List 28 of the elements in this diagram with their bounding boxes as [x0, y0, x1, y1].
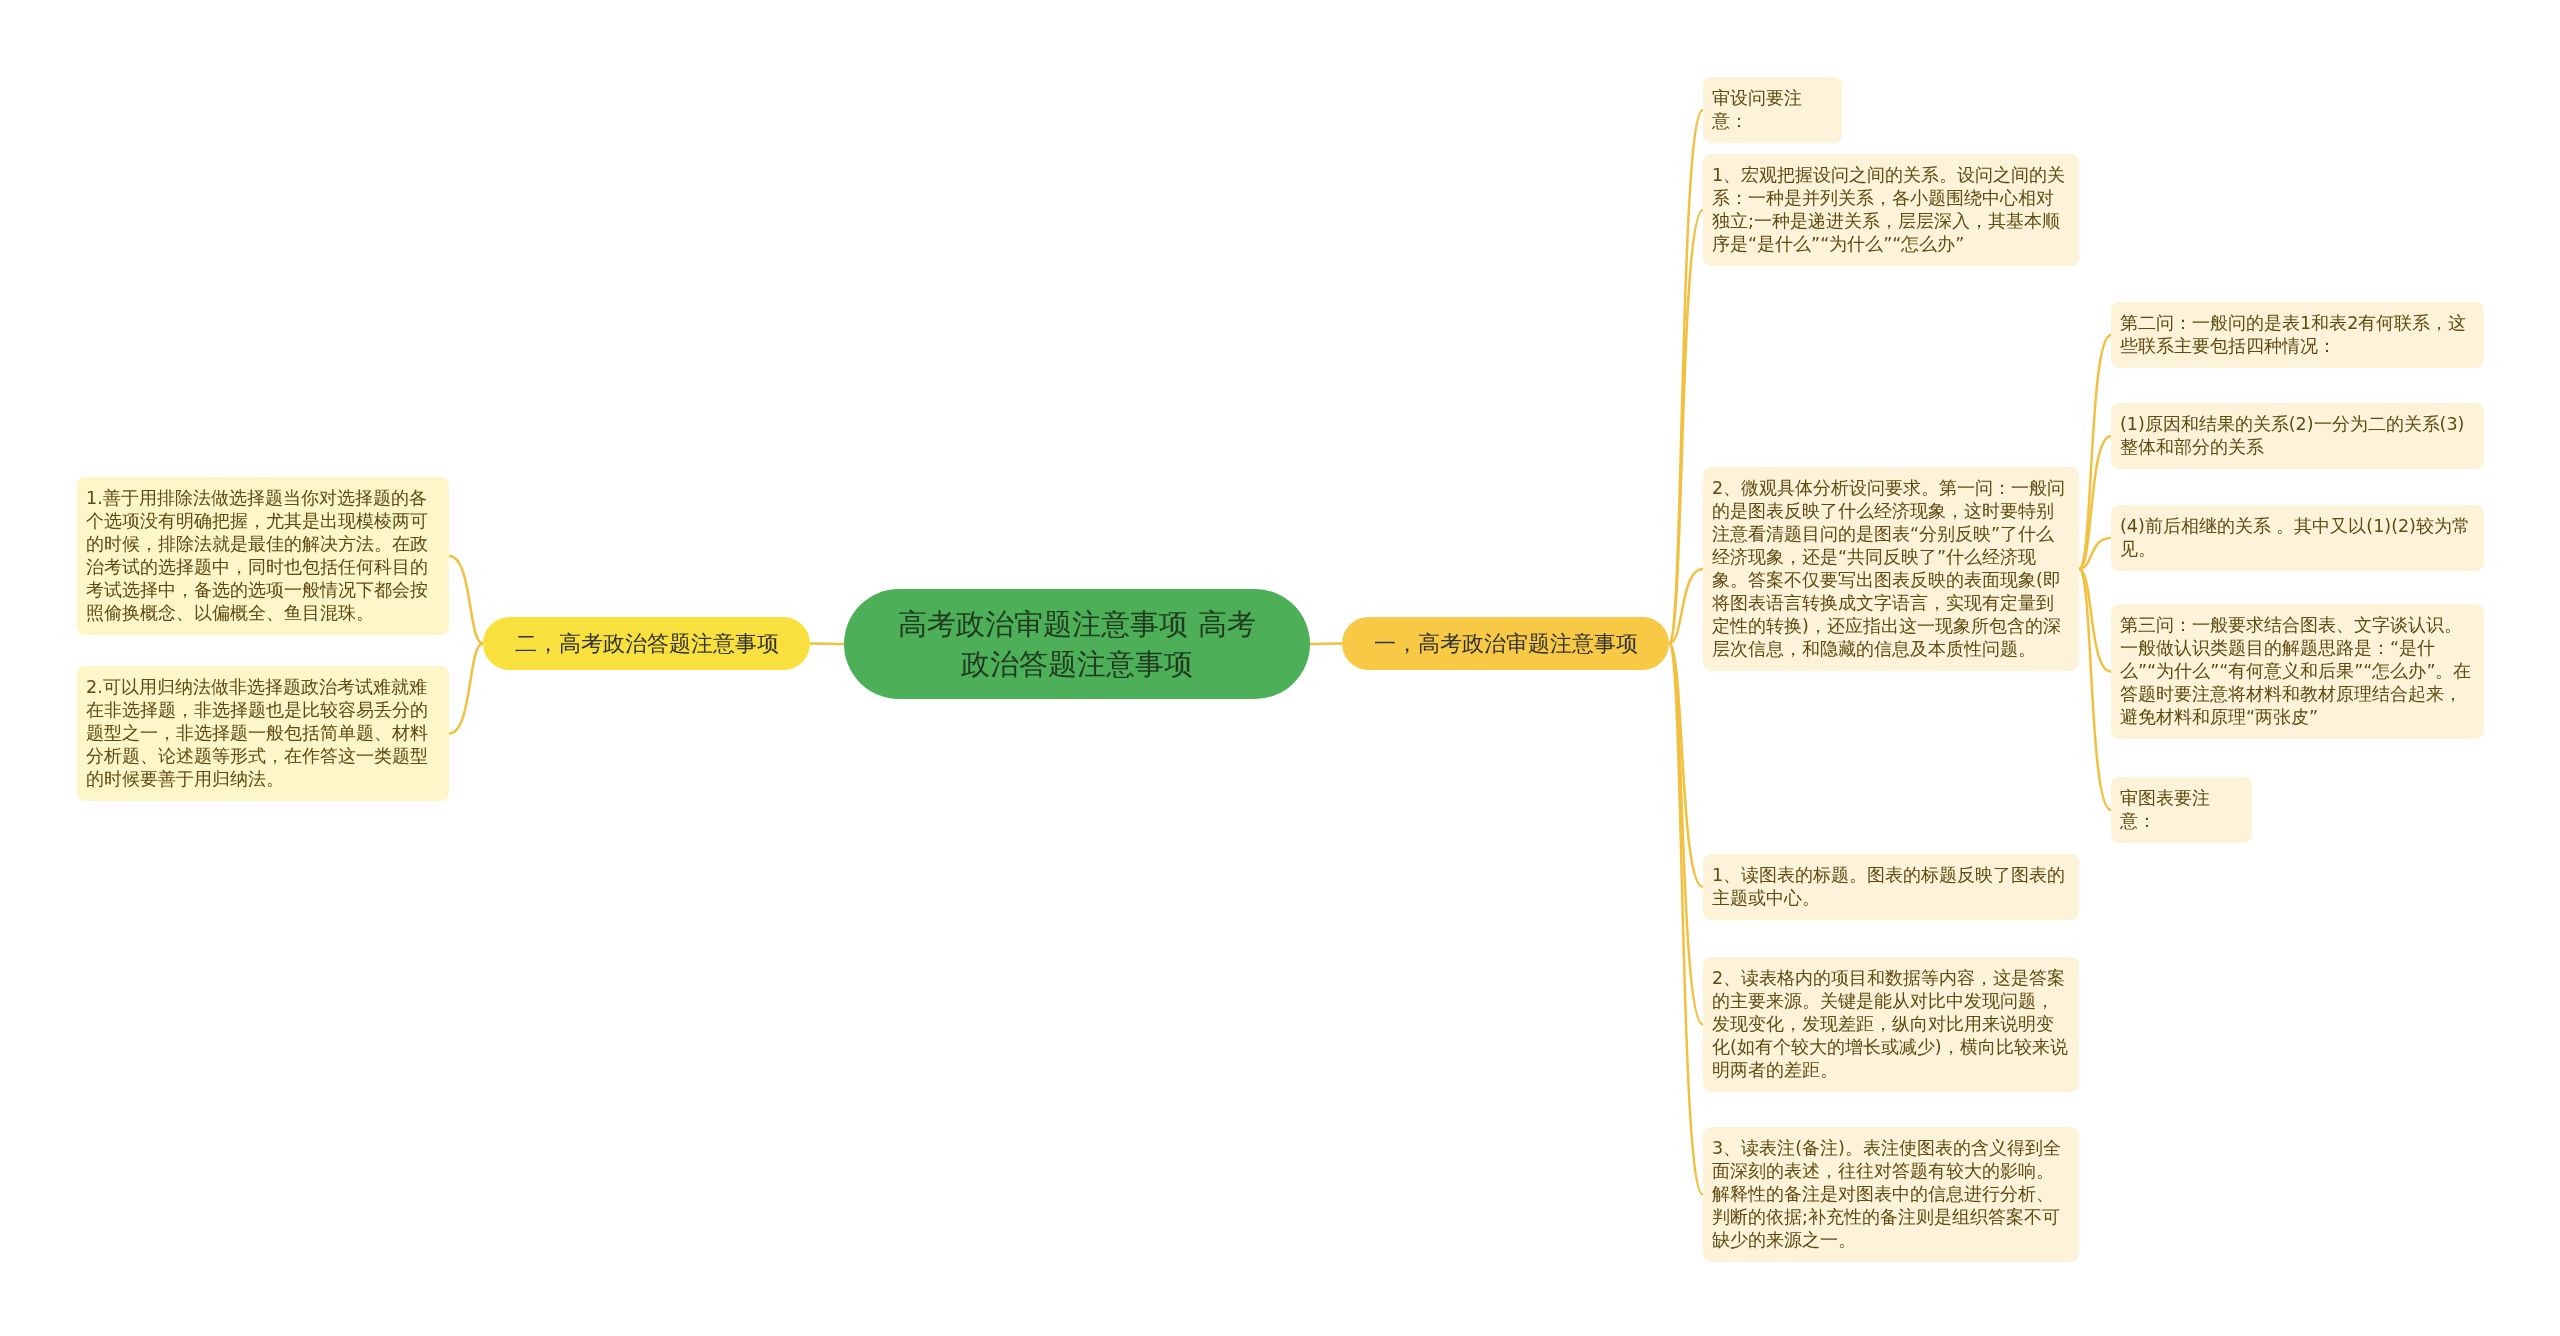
note-box: 2、微观具体分析设问要求。第一问：一般问的是图表反映了什么经济现象，这时要特别注意看清题目问的是图表“分别反映”了什么经济现象，还是“共同反映了”什么经济现象。答案不仅要写出图表反映的表面现象(即将图表语言转换成文字语言，实现有定量到定性的转换)，还应指出这一现象所包含的深层次信息，和隐藏的信息及本质性问题。 — [1703, 467, 2079, 671]
connector — [1668, 642, 1704, 888]
note-box: 第二问：一般问的是表1和表2有何联系，这些联系主要包括四种情况： — [2111, 302, 2484, 368]
note-box: 2.可以用归纳法做非选择题政治考试难就难在非选择题，非选择题也是比较容易丢分的题型之一，非选择题一般包括简单题、材料分析题、论述题等形式，在作答这一类题型的时候要善于用归纳法。 — [77, 666, 449, 801]
note-box: 3、读表注(备注)。表注使图表的含义得到全面深刻的表述，往往对答题有较大的影响。解释性的备注是对图表中的信息进行分析、判断的依据;补充性的备注则是组织答案不可缺少的来源之一。 — [1703, 1127, 2079, 1262]
connector — [448, 554, 484, 645]
connector — [448, 642, 484, 735]
central-topic: 高考政治审题注意事项 高考政治答题注意事项 — [844, 589, 1310, 699]
note-box: (4)前后相继的关系 。其中又以(1)(2)较为常见。 — [2111, 505, 2484, 571]
note-box: 1、宏观把握设问之间的关系。设问之间的关系：一种是并列关系，各小题围绕中心相对独立;一种是递进关系，层层深入，其基本顺序是“是什么”“为什么”“怎么办” — [1703, 154, 2079, 266]
note-box: 审设问要注意： — [1703, 77, 1842, 143]
connector — [1310, 642, 1342, 646]
branch-topic: 一，高考政治审题注意事项 — [1342, 617, 1669, 670]
note-box: 1、读图表的标题。图表的标题反映了图表的主题或中心。 — [1703, 854, 2079, 920]
note-box: (1)原因和结果的关系(2)一分为二的关系(3)整体和部分的关系 — [2111, 403, 2484, 469]
connector — [2077, 334, 2112, 570]
note-box: 第三问：一般要求结合图表、文字谈认识。一般做认识类题目的解题思路是：“是什么”“为什么”“有何意义和后果”“怎么办”。在答题时要注意将材料和教材原理结合起来，避免材料和原理“两张皮” — [2111, 604, 2484, 739]
note-box: 2、读表格内的项目和数据等内容，这是答案的主要来源。关键是能从对比中发现问题，发现变化，发现差距，纵向对比用来说明变化(如有个较大的增长或减少)，横向比较来说明两者的差距。 — [1703, 957, 2079, 1092]
connector — [1667, 209, 1705, 644]
connector — [2078, 567, 2112, 673]
note-box: 审图表要注意： — [2111, 777, 2252, 843]
connector — [2078, 434, 2112, 570]
connector — [810, 642, 844, 646]
connector — [1667, 643, 1705, 1196]
connector — [2077, 568, 2112, 811]
connector — [1668, 567, 1704, 645]
note-box: 1.善于用排除法做选择题当你对选择题的各个选项没有明确把握，尤其是出现模棱两可的时候，排除法就是最佳的解决方法。在政治考试的选择题中，同时也包括任何科目的考试选择中，备选的选项一般情况下都会按照偷换概念、以偏概全、鱼目混珠。 — [77, 477, 449, 635]
branch-topic: 二，高考政治答题注意事项 — [483, 617, 810, 670]
